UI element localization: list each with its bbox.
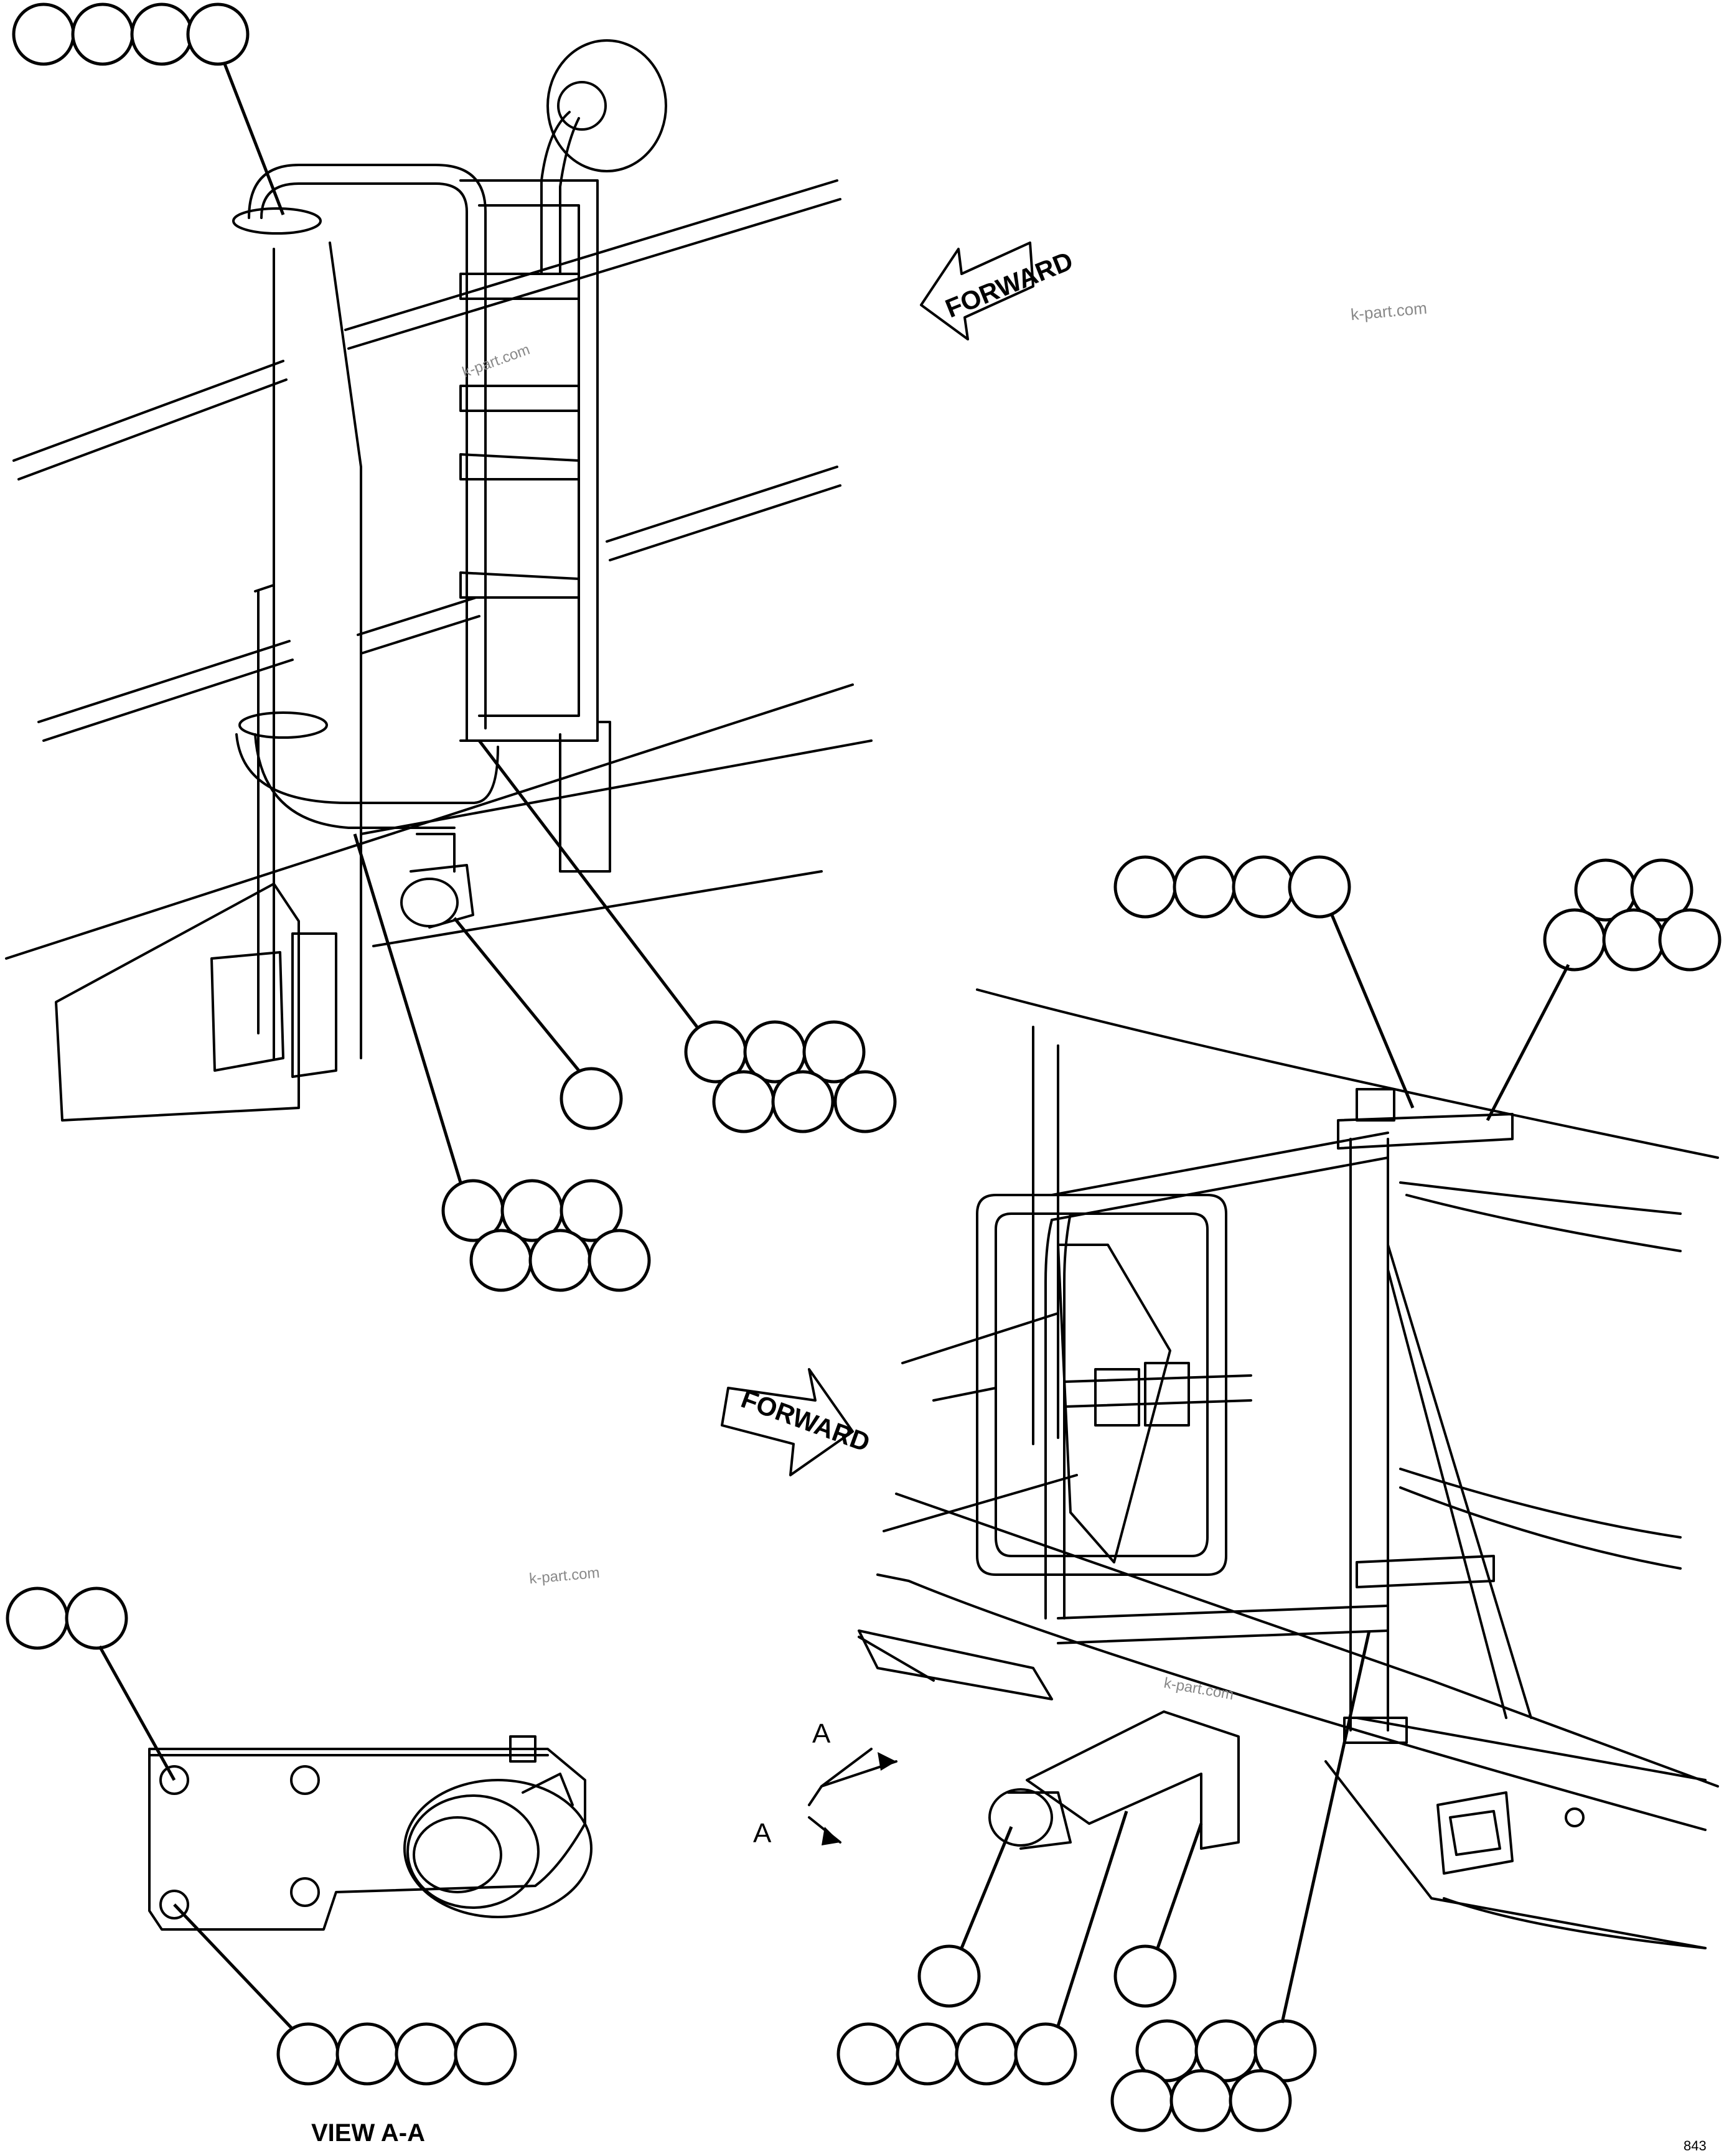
callout-group-1 [12, 2, 285, 215]
forward-arrow-top: FORWARD [920, 241, 1077, 340]
watermark-2: k-part.com [460, 341, 532, 381]
sheet-code: 843 [1684, 2138, 1707, 2154]
callout-group-10 [1113, 1823, 1203, 2008]
callout-group-3 [478, 739, 897, 1133]
watermark-4: k-part.com [1163, 1674, 1235, 1703]
handrail-ladder-view [5, 39, 873, 1122]
watermark-3: k-part.com [528, 1565, 600, 1588]
section-a-label-bottom: A [753, 1818, 772, 1849]
section-a-label-top: A [812, 1718, 831, 1749]
callout-group-11 [836, 1811, 1128, 2086]
forward-label-right: FORWARD [738, 1384, 874, 1457]
callout-group-2 [453, 917, 623, 1130]
callout-group-4 [353, 833, 651, 1292]
section-arrow-head-top [878, 1752, 896, 1771]
forward-label-top: FORWARD [941, 246, 1077, 324]
view-a-a: VIEW A-A [148, 1735, 593, 2147]
callout-group-9 [917, 1826, 1013, 2008]
callout-group-6 [1486, 858, 1722, 1122]
callout-group-8 [173, 1903, 517, 2086]
callout-group-7 [6, 1587, 176, 1781]
mirror-lamp-view [858, 988, 1719, 1949]
view-a-a-caption: VIEW A-A [311, 2119, 425, 2147]
callout-group-5 [1113, 855, 1415, 1108]
section-arrow-head-bottom [822, 1827, 840, 1845]
watermark-1: k-part.com [1350, 299, 1428, 324]
section-a-indicator: A A [753, 1718, 897, 1849]
callout-group-12 [1110, 1630, 1371, 2132]
forward-arrow-right: FORWARD [721, 1368, 874, 1476]
